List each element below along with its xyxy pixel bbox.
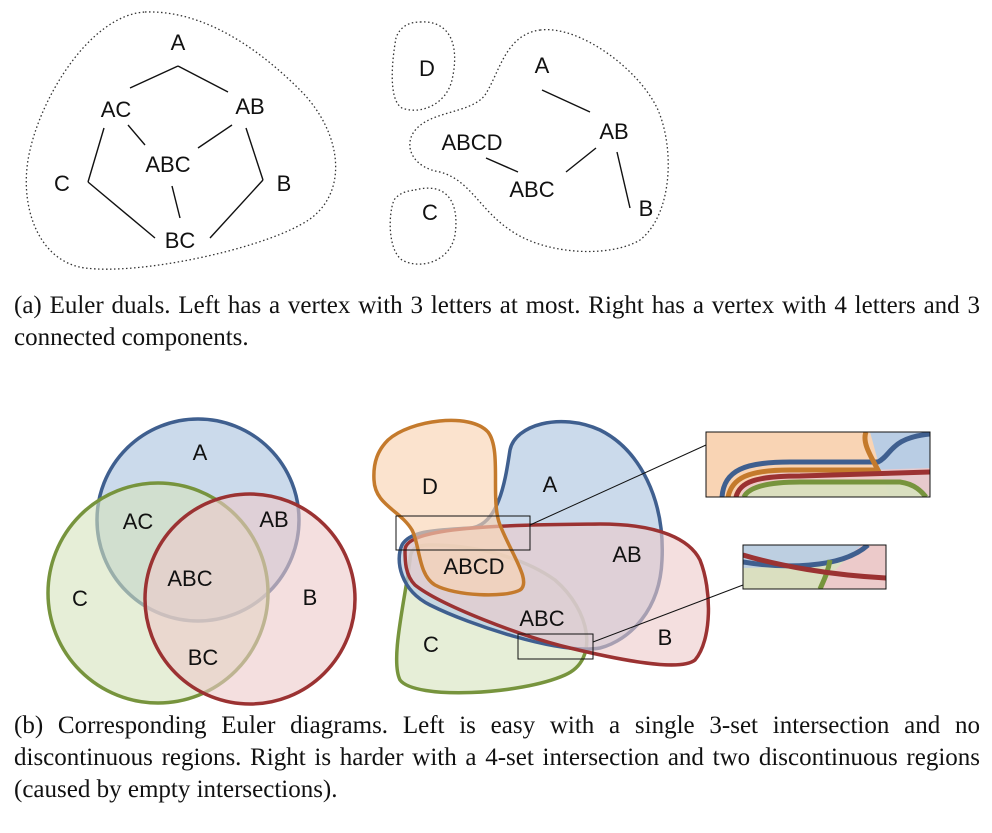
panel-b: A AC AB ABC C B BC D A ABCD AB ABC C B	[46, 417, 931, 706]
region-label-bc: BC	[188, 645, 219, 670]
zoom-connector-1	[529, 444, 707, 526]
vertex-label-b-right: B	[639, 196, 654, 221]
vertex-label-bc: BC	[165, 228, 196, 253]
zoom1-d-stroke	[725, 432, 883, 497]
right-euler-diagram: D A ABCD AB ABC C B	[372, 418, 744, 695]
zoom1-b-stroke	[733, 469, 930, 497]
edge-ab-abc	[197, 124, 233, 149]
caption-panel-a: (a) Euler duals. Left has a vertex with …	[14, 292, 980, 351]
region-label-a: A	[193, 440, 208, 465]
panel-a: A AC AB ABC C B BC D A ABCD AB ABC C	[25, 11, 669, 270]
set-b-circle	[143, 492, 357, 706]
zoom-inset-2	[742, 544, 887, 590]
edge-b-bc	[209, 179, 264, 239]
edge-ab-b	[245, 127, 264, 181]
left-dual-graph: A AC AB ABC C B BC	[25, 11, 337, 270]
edge-ab-b-right	[616, 151, 631, 209]
zoom1-a-stroke	[719, 432, 930, 497]
right-dual-boundary-d	[391, 21, 456, 111]
zoom1-c-stroke	[741, 479, 928, 497]
region-label-d-right: D	[422, 474, 438, 499]
vertex-label-b: B	[277, 171, 292, 196]
region-label-ac: AC	[123, 509, 154, 534]
region-label-a-right: A	[543, 472, 558, 497]
region-label-abc-right: ABC	[519, 606, 564, 631]
region-label-abcd-right: ABCD	[443, 554, 504, 579]
zoom2-b-stroke	[743, 552, 886, 581]
set-d-curve	[372, 418, 526, 597]
vertex-label-ab-right: AB	[599, 119, 628, 144]
edge-ac-c	[87, 127, 105, 183]
vertex-label-abc-right: ABC	[509, 177, 554, 202]
region-label-ab-right: AB	[612, 542, 641, 567]
zoom2-a-stroke	[743, 545, 870, 569]
zoom-connector-2	[592, 584, 744, 643]
edge-c-bc	[87, 181, 156, 239]
region-label-c: C	[72, 586, 88, 611]
edge-a-ac	[129, 65, 179, 89]
region-label-b-right: B	[658, 625, 673, 650]
edge-ac-abc	[127, 124, 146, 146]
right-dual-graph: D A ABCD AB ABC C B	[389, 21, 669, 265]
right-dual-boundary-c	[389, 187, 457, 265]
left-euler-diagram: A AC AB ABC C B BC	[46, 417, 357, 706]
region-label-c-right: C	[423, 632, 439, 657]
vertex-label-abc: ABC	[145, 152, 190, 177]
vertex-label-c-right: C	[422, 200, 438, 225]
vertex-label-ab: AB	[235, 94, 264, 119]
vertex-label-d-right: D	[419, 56, 435, 81]
zoom-source-box-2	[517, 633, 594, 660]
right-dual-edges	[485, 89, 631, 209]
vertex-label-a: A	[171, 30, 186, 55]
caption-panel-b: (b) Corresponding Euler diagrams. Left i…	[14, 712, 980, 803]
zoom-source-box-1	[395, 515, 531, 551]
region-label-abc: ABC	[167, 566, 212, 591]
left-dual-edges	[87, 65, 264, 239]
vertex-label-c: C	[54, 171, 70, 196]
edge-abcd-abc-right	[485, 157, 519, 173]
edge-a-ab-right	[541, 89, 591, 113]
vertex-label-ac: AC	[101, 97, 132, 122]
edge-a-ab	[177, 65, 229, 93]
edge-abc-bc	[171, 185, 181, 219]
edge-ab-abc-right	[565, 147, 597, 173]
vertex-label-abcd-right: ABCD	[441, 130, 502, 155]
zoom2-c-stroke	[817, 559, 833, 589]
region-label-ab: AB	[259, 507, 288, 532]
region-label-b: B	[303, 585, 318, 610]
zoom-inset-1	[705, 431, 931, 498]
vertex-label-a-right: A	[535, 53, 550, 78]
